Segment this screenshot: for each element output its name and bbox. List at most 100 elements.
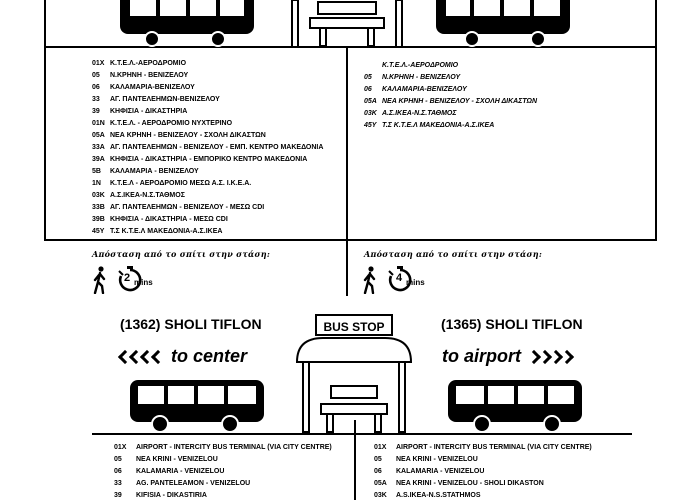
frame-right-line bbox=[655, 0, 657, 240]
top-ground-line bbox=[44, 46, 657, 48]
route-name: NEA KRINI - VENIZELOU - SHOLI DIKASTON bbox=[396, 480, 544, 487]
walking-person-icon bbox=[363, 266, 376, 294]
bus-stop-sign: BUS STOP bbox=[315, 314, 393, 336]
route-code: 1N bbox=[92, 180, 101, 187]
bus-icon-top-left bbox=[120, 0, 254, 47]
bottom-center-divider bbox=[354, 420, 356, 500]
route-name: Α.Σ.ΙΚΕΑ-Ν.Σ.ΤΑΘΜΟΣ bbox=[382, 110, 457, 117]
route-code: 39B bbox=[92, 216, 105, 223]
mins-label-right: mins bbox=[406, 278, 425, 287]
route-name: ΚΗΦΙΣΙΑ - ΔΙΚΑΣΤΗΡΙΑ - ΕΜΠΟΡΙΚΟ ΚΕΝΤΡΟ Μ… bbox=[110, 156, 308, 163]
route-code: 33 bbox=[114, 480, 122, 487]
route-code: 06 bbox=[114, 468, 122, 475]
bus-shelter-icon-top bbox=[291, 0, 403, 48]
route-code: 05 bbox=[374, 456, 382, 463]
route-name: Κ.Τ.Ε.Λ.-ΑΕΡΟΔΡΟΜΙΟ bbox=[110, 60, 187, 67]
route-code: 33A bbox=[92, 144, 105, 151]
route-row: 33A ΑΓ. ΠΑΝΤΕΛΕΗΜΩΝ - ΒΕΝΙΖΕΛΟΥ - ΕΜΠ. ΚΕ… bbox=[92, 142, 323, 154]
route-name: AIRPORT - INTERCITY BUS TERMINAL (VIA CI… bbox=[396, 444, 592, 451]
route-name: ΚΑΛΑΜΑΡΙΑ - ΒΕΝΙΖΕΛΟΥ bbox=[110, 168, 199, 175]
route-name: Τ.Σ Κ.Τ.Ε.Λ ΜΑΚΕΔΟΝΙΑ-Α.Σ.ΙΚΕΑ bbox=[382, 122, 495, 129]
route-row: 45Y Τ.Σ Κ.Τ.Ε.Λ ΜΑΚΕΔΟΝΙΑ-Α.Σ.ΙΚΕΑ bbox=[364, 120, 537, 132]
frame-left-line bbox=[44, 0, 46, 240]
route-name: Κ.Τ.Ε.Λ.-ΑΕΡΟΔΡΟΜΙΟ bbox=[382, 62, 459, 69]
route-row: Κ.Τ.Ε.Λ.-ΑΕΡΟΔΡΟΜΙΟ bbox=[364, 60, 537, 72]
route-name: Κ.Τ.Ε.Λ - ΑΕΡΟΔΡΟΜΙΟ ΜΕΣΩ Α.Σ. Ι.Κ.Ε.Α. bbox=[110, 180, 252, 187]
route-row: 39A ΚΗΦΙΣΙΑ - ΔΙΚΑΣΤΗΡΙΑ - ΕΜΠΟΡΙΚΟ ΚΕΝΤΡ… bbox=[92, 154, 323, 166]
direction-left: to center bbox=[117, 346, 248, 367]
bus-icon-bottom-right bbox=[448, 380, 582, 433]
route-code: 03K bbox=[92, 192, 105, 199]
route-code: 01N bbox=[92, 120, 105, 127]
route-row: 5B ΚΑΛΑΜΑΡΙΑ - ΒΕΝΙΖΕΛΟΥ bbox=[92, 166, 323, 178]
route-code: 39 bbox=[92, 108, 100, 115]
route-row: 01X Κ.Τ.Ε.Λ.-ΑΕΡΟΔΡΟΜΙΟ bbox=[92, 58, 323, 70]
route-name: AIRPORT - INTERCITY BUS TERMINAL (VIA CI… bbox=[136, 444, 332, 451]
route-code: 05 bbox=[114, 456, 122, 463]
route-code: 01X bbox=[374, 444, 387, 451]
direction-label-right: to airport bbox=[442, 346, 521, 366]
chevrons-right-icon bbox=[526, 349, 575, 364]
stopwatch-icon bbox=[118, 266, 142, 292]
route-name: KALAMARIA - VENIZELOU bbox=[136, 468, 225, 475]
center-divider bbox=[346, 48, 348, 296]
direction-right: to airport bbox=[442, 346, 575, 367]
route-row: 05 NEA KRINI - VENIZELOU bbox=[114, 454, 332, 466]
stop-title-right: (1365) SHOLI TIFLON bbox=[441, 316, 583, 332]
direction-label-left: to center bbox=[171, 346, 248, 366]
route-code: 45Y bbox=[364, 122, 377, 129]
route-row: 06 KALAMARIA - VENIZELOU bbox=[114, 466, 332, 478]
route-code: 05A bbox=[92, 132, 105, 139]
route-code: 05A bbox=[374, 480, 387, 487]
top-separator-line bbox=[44, 239, 657, 241]
route-name: KALAMARIA - VENIZELOU bbox=[396, 468, 485, 475]
route-name: ΚΑΛΑΜΑΡΙΑ-ΒΕΝΙΖΕΛΟΥ bbox=[110, 84, 195, 91]
route-code: 03K bbox=[374, 492, 387, 499]
chevrons-left-icon bbox=[117, 349, 166, 364]
route-name: ΚΗΦΙΣΙΑ - ΔΙΚΑΣΤΗΡΙΑ - ΜΕΣΩ CDI bbox=[110, 216, 228, 223]
route-name: ΑΓ. ΠΑΝΤΕΛΕΗΜΩΝ - ΒΕΝΙΖΕΛΟΥ - ΕΜΠ. ΚΕΝΤΡ… bbox=[110, 144, 324, 151]
route-code: 5B bbox=[92, 168, 101, 175]
route-code: 39A bbox=[92, 156, 105, 163]
route-name: ΑΓ. ΠΑΝΤΕΛΕΗΜΩΝ - ΒΕΝΙΖΕΛΟΥ - ΜΕΣΩ CDI bbox=[110, 204, 265, 211]
bus-icon-top-right bbox=[436, 0, 570, 47]
route-name: ΑΓ. ΠΑΝΤΕΛΕΗΜΩΝ-ΒΕΝΙΖΕΛΟΥ bbox=[110, 96, 220, 103]
route-code: 03K bbox=[364, 110, 377, 117]
walk-minutes-right: 4 bbox=[396, 272, 403, 284]
route-row: 39B ΚΗΦΙΣΙΑ - ΔΙΚΑΣΤΗΡΙΑ - ΜΕΣΩ CDI bbox=[92, 214, 323, 226]
route-code: 01X bbox=[114, 444, 127, 451]
route-row: 1N Κ.Τ.Ε.Λ - ΑΕΡΟΔΡΟΜΙΟ ΜΕΣΩ Α.Σ. Ι.Κ.Ε.Α… bbox=[92, 178, 323, 190]
bottom-ground-line bbox=[92, 433, 632, 435]
route-name: ΚΑΛΑΜΑΡΙΑ-ΒΕΝΙΖΕΛΟΥ bbox=[382, 86, 467, 93]
route-row: 05 NEA KRINI - VENIZELOU bbox=[374, 454, 592, 466]
stop-title-left: (1362) SHOLI TIFLON bbox=[120, 316, 262, 332]
route-name: ΝΕΑ ΚΡΗΝΗ - ΒΕΝΙΖΕΛΟΥ - ΣΧΟΛΗ ΔΙΚΑΣΤΩΝ bbox=[382, 98, 538, 105]
bus-shelter-icon bbox=[295, 337, 413, 433]
route-row: 01X AIRPORT - INTERCITY BUS TERMINAL (VIA… bbox=[114, 442, 332, 454]
route-name: ΚΗΦΙΣΙΑ - ΔΙΚΑΣΤΗΡΙΑ bbox=[110, 108, 188, 115]
mins-label-left: mins bbox=[134, 278, 153, 287]
walk-minutes-left: 2 bbox=[124, 272, 131, 284]
route-name: NEA KRINI - VENIZELOU bbox=[136, 456, 218, 463]
route-name: Τ.Σ Κ.Τ.Ε.Λ ΜΑΚΕΔΟΝΙΑ-Α.Σ.ΙΚΕΑ bbox=[110, 228, 223, 235]
route-name: NEA KRINI - VENIZELOU bbox=[396, 456, 478, 463]
distance-label-left: Απόσταση από το σπίτι στην στάση: bbox=[92, 249, 271, 259]
route-name: Α.Σ.ΙΚΕΑ-Ν.Σ.ΤΑΘΜΟΣ bbox=[110, 192, 185, 199]
route-name: Ν.ΚΡΗΝΗ - ΒΕΝΙΖΕΛΟΥ bbox=[382, 74, 461, 81]
route-code: 01X bbox=[92, 60, 105, 67]
route-row: 05A NEA KRINI - VENIZELOU - SHOLI DIKASTO… bbox=[374, 478, 592, 490]
